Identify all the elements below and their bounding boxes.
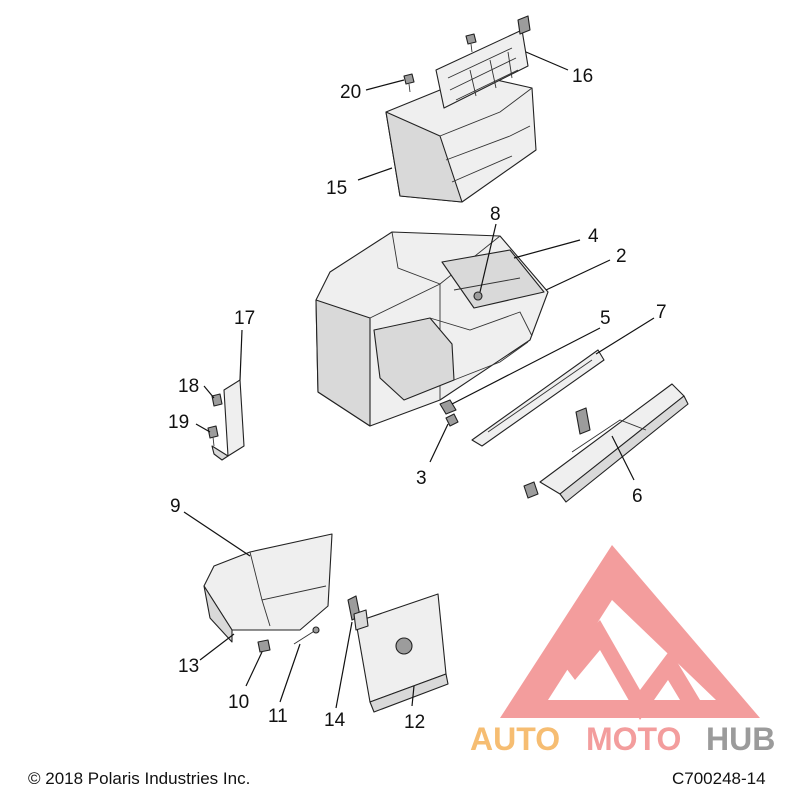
copyright-text: © 2018 Polaris Industries Inc. <box>28 769 250 788</box>
callout-11: 11 <box>268 706 288 727</box>
watermark-inner-mark <box>560 620 700 720</box>
part-10-clip <box>257 639 271 653</box>
part-17-bracket <box>211 379 245 461</box>
callout-9: 9 <box>170 496 181 517</box>
leader-lines <box>183 51 655 709</box>
callout-4: 4 <box>588 226 599 247</box>
part-9-storage-box <box>203 533 333 643</box>
part-11-pin <box>293 626 320 645</box>
part-14-latch <box>347 595 369 631</box>
callout-14: 14 <box>324 710 346 731</box>
part-8-fastener <box>473 291 483 301</box>
callout-10: 10 <box>228 692 249 713</box>
part-16-mesh-divider <box>435 15 531 109</box>
watermark-brand-hub: HUB <box>706 721 775 757</box>
watermark-brand-moto: MOTO <box>586 721 681 757</box>
callout-3: 3 <box>416 468 427 489</box>
callout-17: 17 <box>234 308 255 329</box>
callout-5: 5 <box>600 308 611 329</box>
callout-2: 2 <box>616 246 627 267</box>
callout-12: 12 <box>404 712 425 733</box>
part-3-latch-clip <box>439 399 459 427</box>
callout-13: 13 <box>178 656 199 677</box>
callout-20: 20 <box>340 82 361 103</box>
callout-numbers: 20 16 15 8 4 2 5 7 3 6 17 18 19 9 13 10 … <box>168 66 667 733</box>
part-12-lid <box>355 593 449 713</box>
part-18-screw <box>211 393 223 407</box>
part-7-door-seal <box>471 349 605 447</box>
watermark-brand-auto: AUTO <box>470 721 560 757</box>
drawing-number: C700248-14 <box>672 769 766 788</box>
callout-18: 18 <box>178 376 199 397</box>
part-6-door <box>523 383 689 503</box>
watermark-logo: AUTO MOTO HUB <box>470 545 775 757</box>
part-19-screw <box>207 425 219 447</box>
part-15-upper-bin <box>385 73 537 203</box>
part-4-inner-tray <box>441 249 545 309</box>
callout-8: 8 <box>490 204 501 225</box>
part-5-lower-compartment <box>373 311 533 401</box>
callout-15: 15 <box>326 178 347 199</box>
upper-rivet <box>465 33 477 53</box>
part-20-push-rivet <box>403 73 415 93</box>
callout-16: 16 <box>572 66 593 87</box>
watermark-triangle-icon <box>500 545 760 718</box>
callout-7: 7 <box>656 302 667 323</box>
callout-6: 6 <box>632 486 643 507</box>
callout-19: 19 <box>168 412 189 433</box>
